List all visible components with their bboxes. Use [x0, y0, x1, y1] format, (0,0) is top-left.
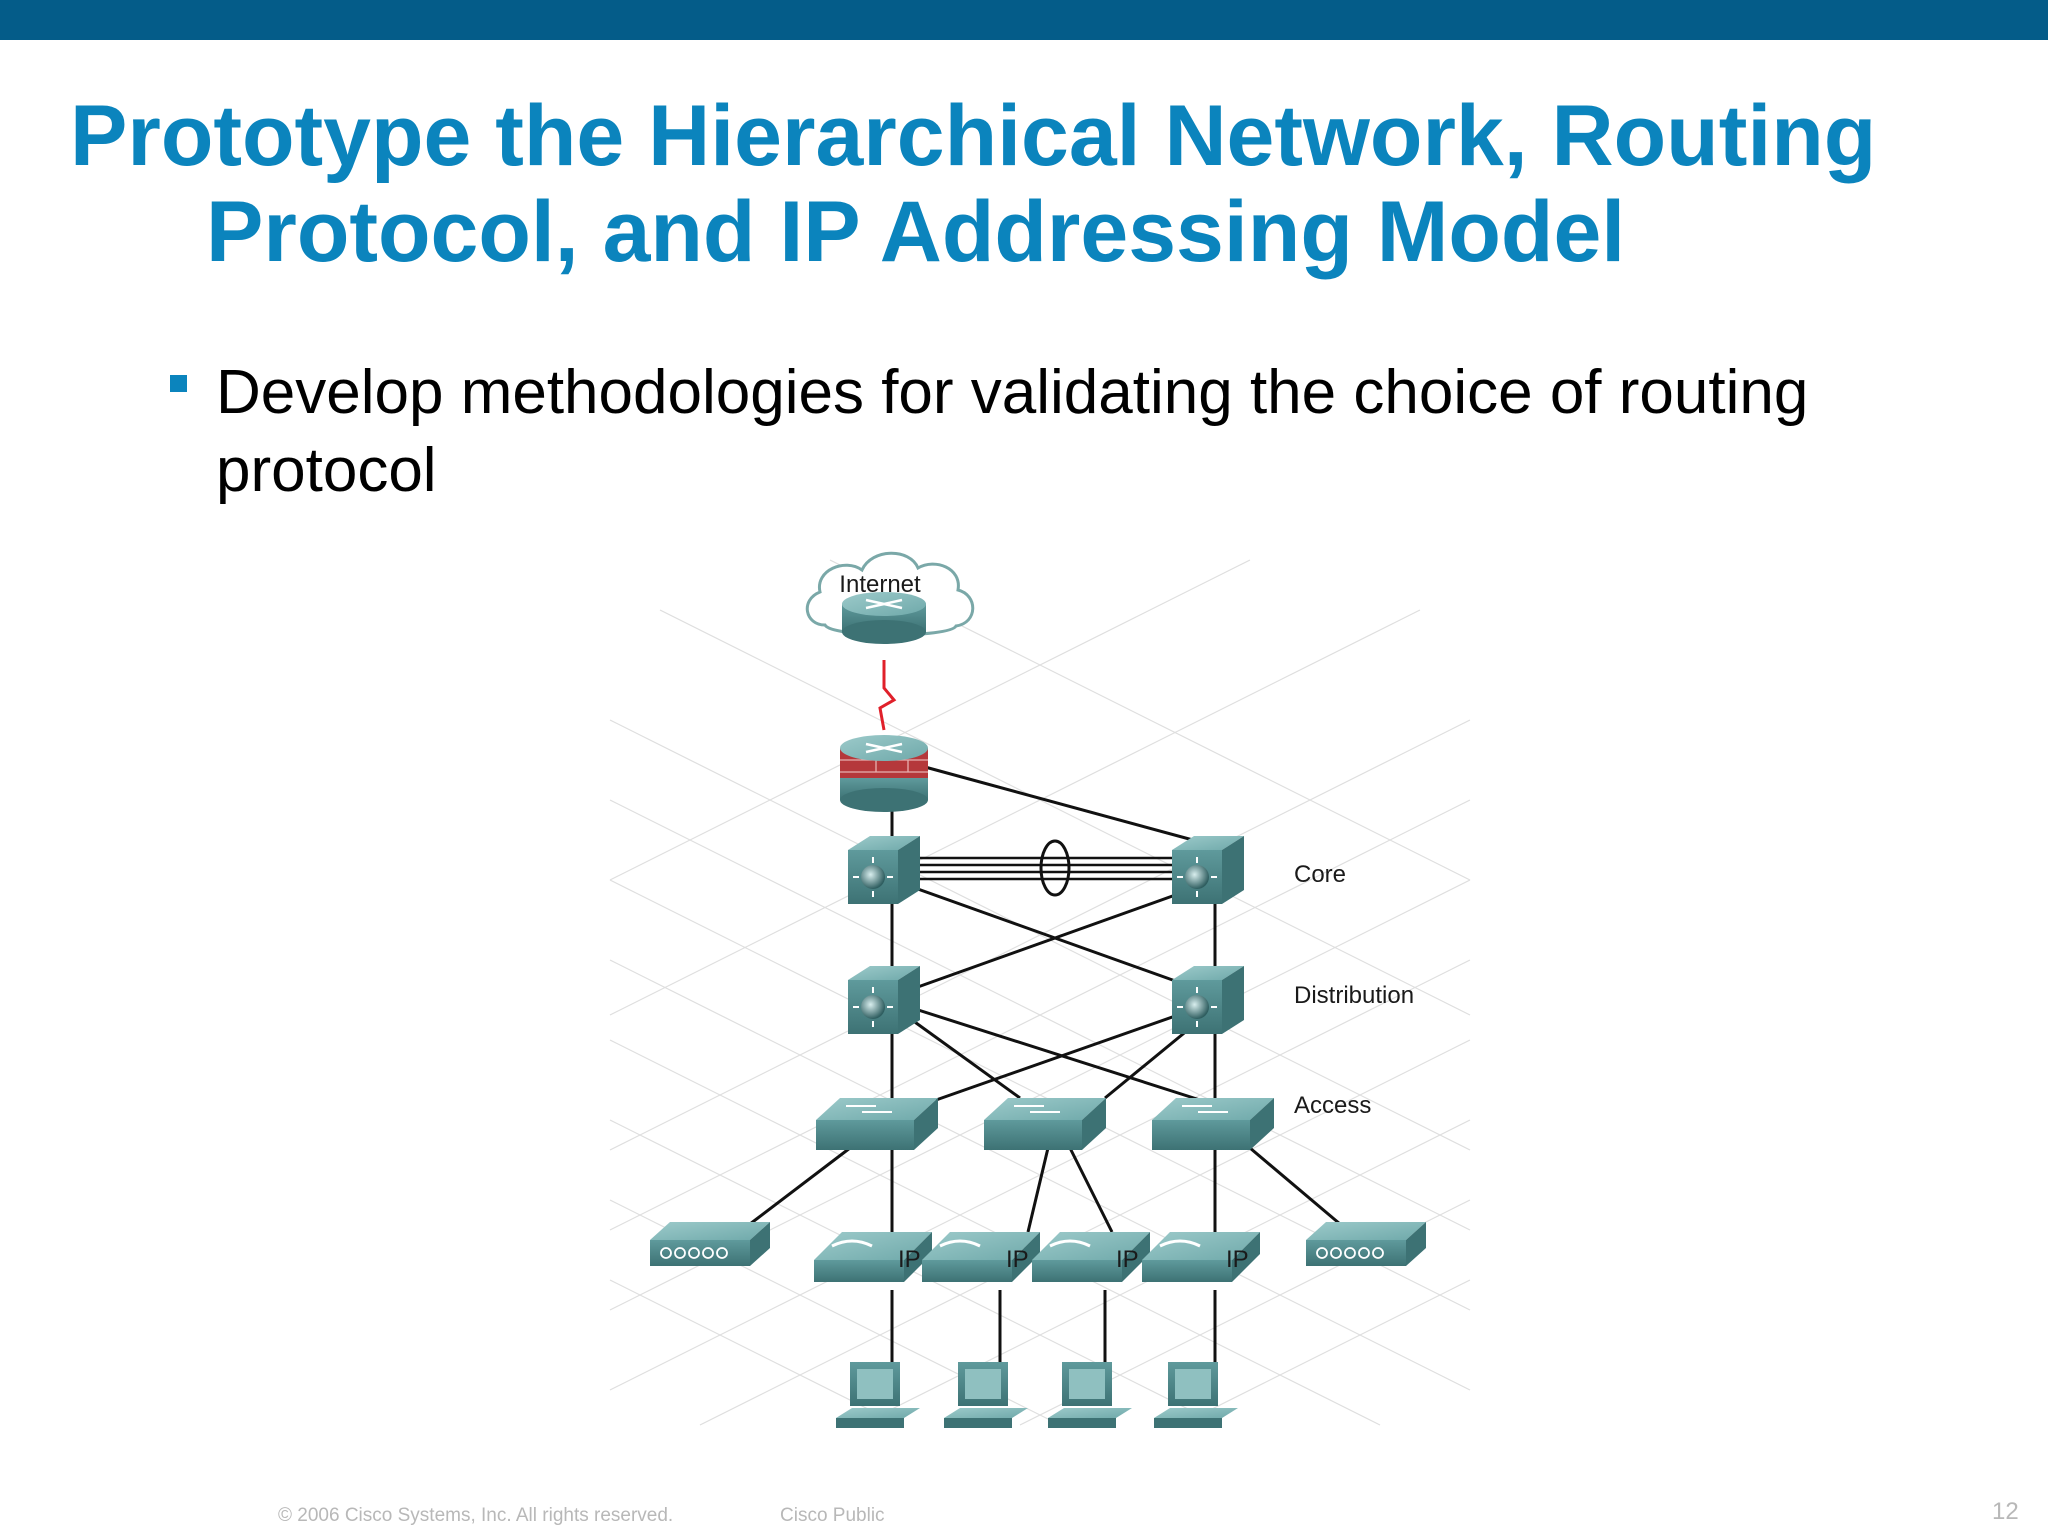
access-switch-right-icon: [1152, 1098, 1274, 1150]
network-diagram: Internet: [609, 551, 1471, 1428]
layer-label-access: Access: [1294, 1092, 1371, 1119]
firewall-router-icon: [840, 735, 928, 812]
pc-2-icon: [944, 1362, 1028, 1428]
bullet-square-icon: [170, 375, 187, 392]
pc-1-icon: [836, 1362, 920, 1428]
core-etherchannel: [918, 839, 1192, 897]
bullet-text: Develop methodologies for validating the…: [216, 358, 1809, 505]
internet-router-icon: [842, 592, 926, 644]
ip-phone-3-label: IP: [1116, 1246, 1139, 1273]
core-switch-left-icon: [848, 836, 920, 904]
distribution-switch-right-icon: [1172, 966, 1244, 1034]
ip-phone-2-icon: [922, 1232, 1040, 1282]
pc-4-icon: [1154, 1362, 1238, 1428]
ip-phone-4-icon: [1142, 1232, 1260, 1282]
page-number: 12: [1992, 1498, 2019, 1525]
footer-classification: Cisco Public: [780, 1505, 885, 1526]
background-grid: [609, 559, 1471, 1426]
ip-phone-4-label: IP: [1226, 1246, 1249, 1273]
access-switch-middle-icon: [984, 1098, 1106, 1150]
ip-phone-3-icon: [1032, 1232, 1150, 1282]
ip-phone-1-icon: [814, 1232, 932, 1282]
layer-label-distribution: Distribution: [1294, 982, 1414, 1009]
ip-phone-2-label: IP: [1006, 1246, 1029, 1273]
layer-label-core: Core: [1294, 861, 1346, 888]
distribution-switch-left-icon: [848, 966, 920, 1034]
top-bar: [0, 0, 2048, 40]
ip-phone-1-label: IP: [898, 1246, 921, 1273]
access-point-left-icon: [650, 1222, 770, 1266]
title-line-1: Prototype the Hierarchical Network, Rout…: [70, 88, 1877, 184]
footer-copyright: © 2006 Cisco Systems, Inc. All rights re…: [278, 1505, 674, 1526]
wan-link: [878, 660, 897, 731]
network-links: [749, 765, 1341, 1368]
access-switch-left-icon: [816, 1098, 938, 1150]
pc-3-icon: [1048, 1362, 1132, 1428]
title-line-2: Protocol, and IP Addressing Model: [206, 184, 1626, 280]
access-point-right-icon: [1306, 1222, 1426, 1266]
core-switch-right-icon: [1172, 836, 1244, 904]
slide-title: Prototype the Hierarchical Network, Rout…: [70, 88, 2010, 280]
